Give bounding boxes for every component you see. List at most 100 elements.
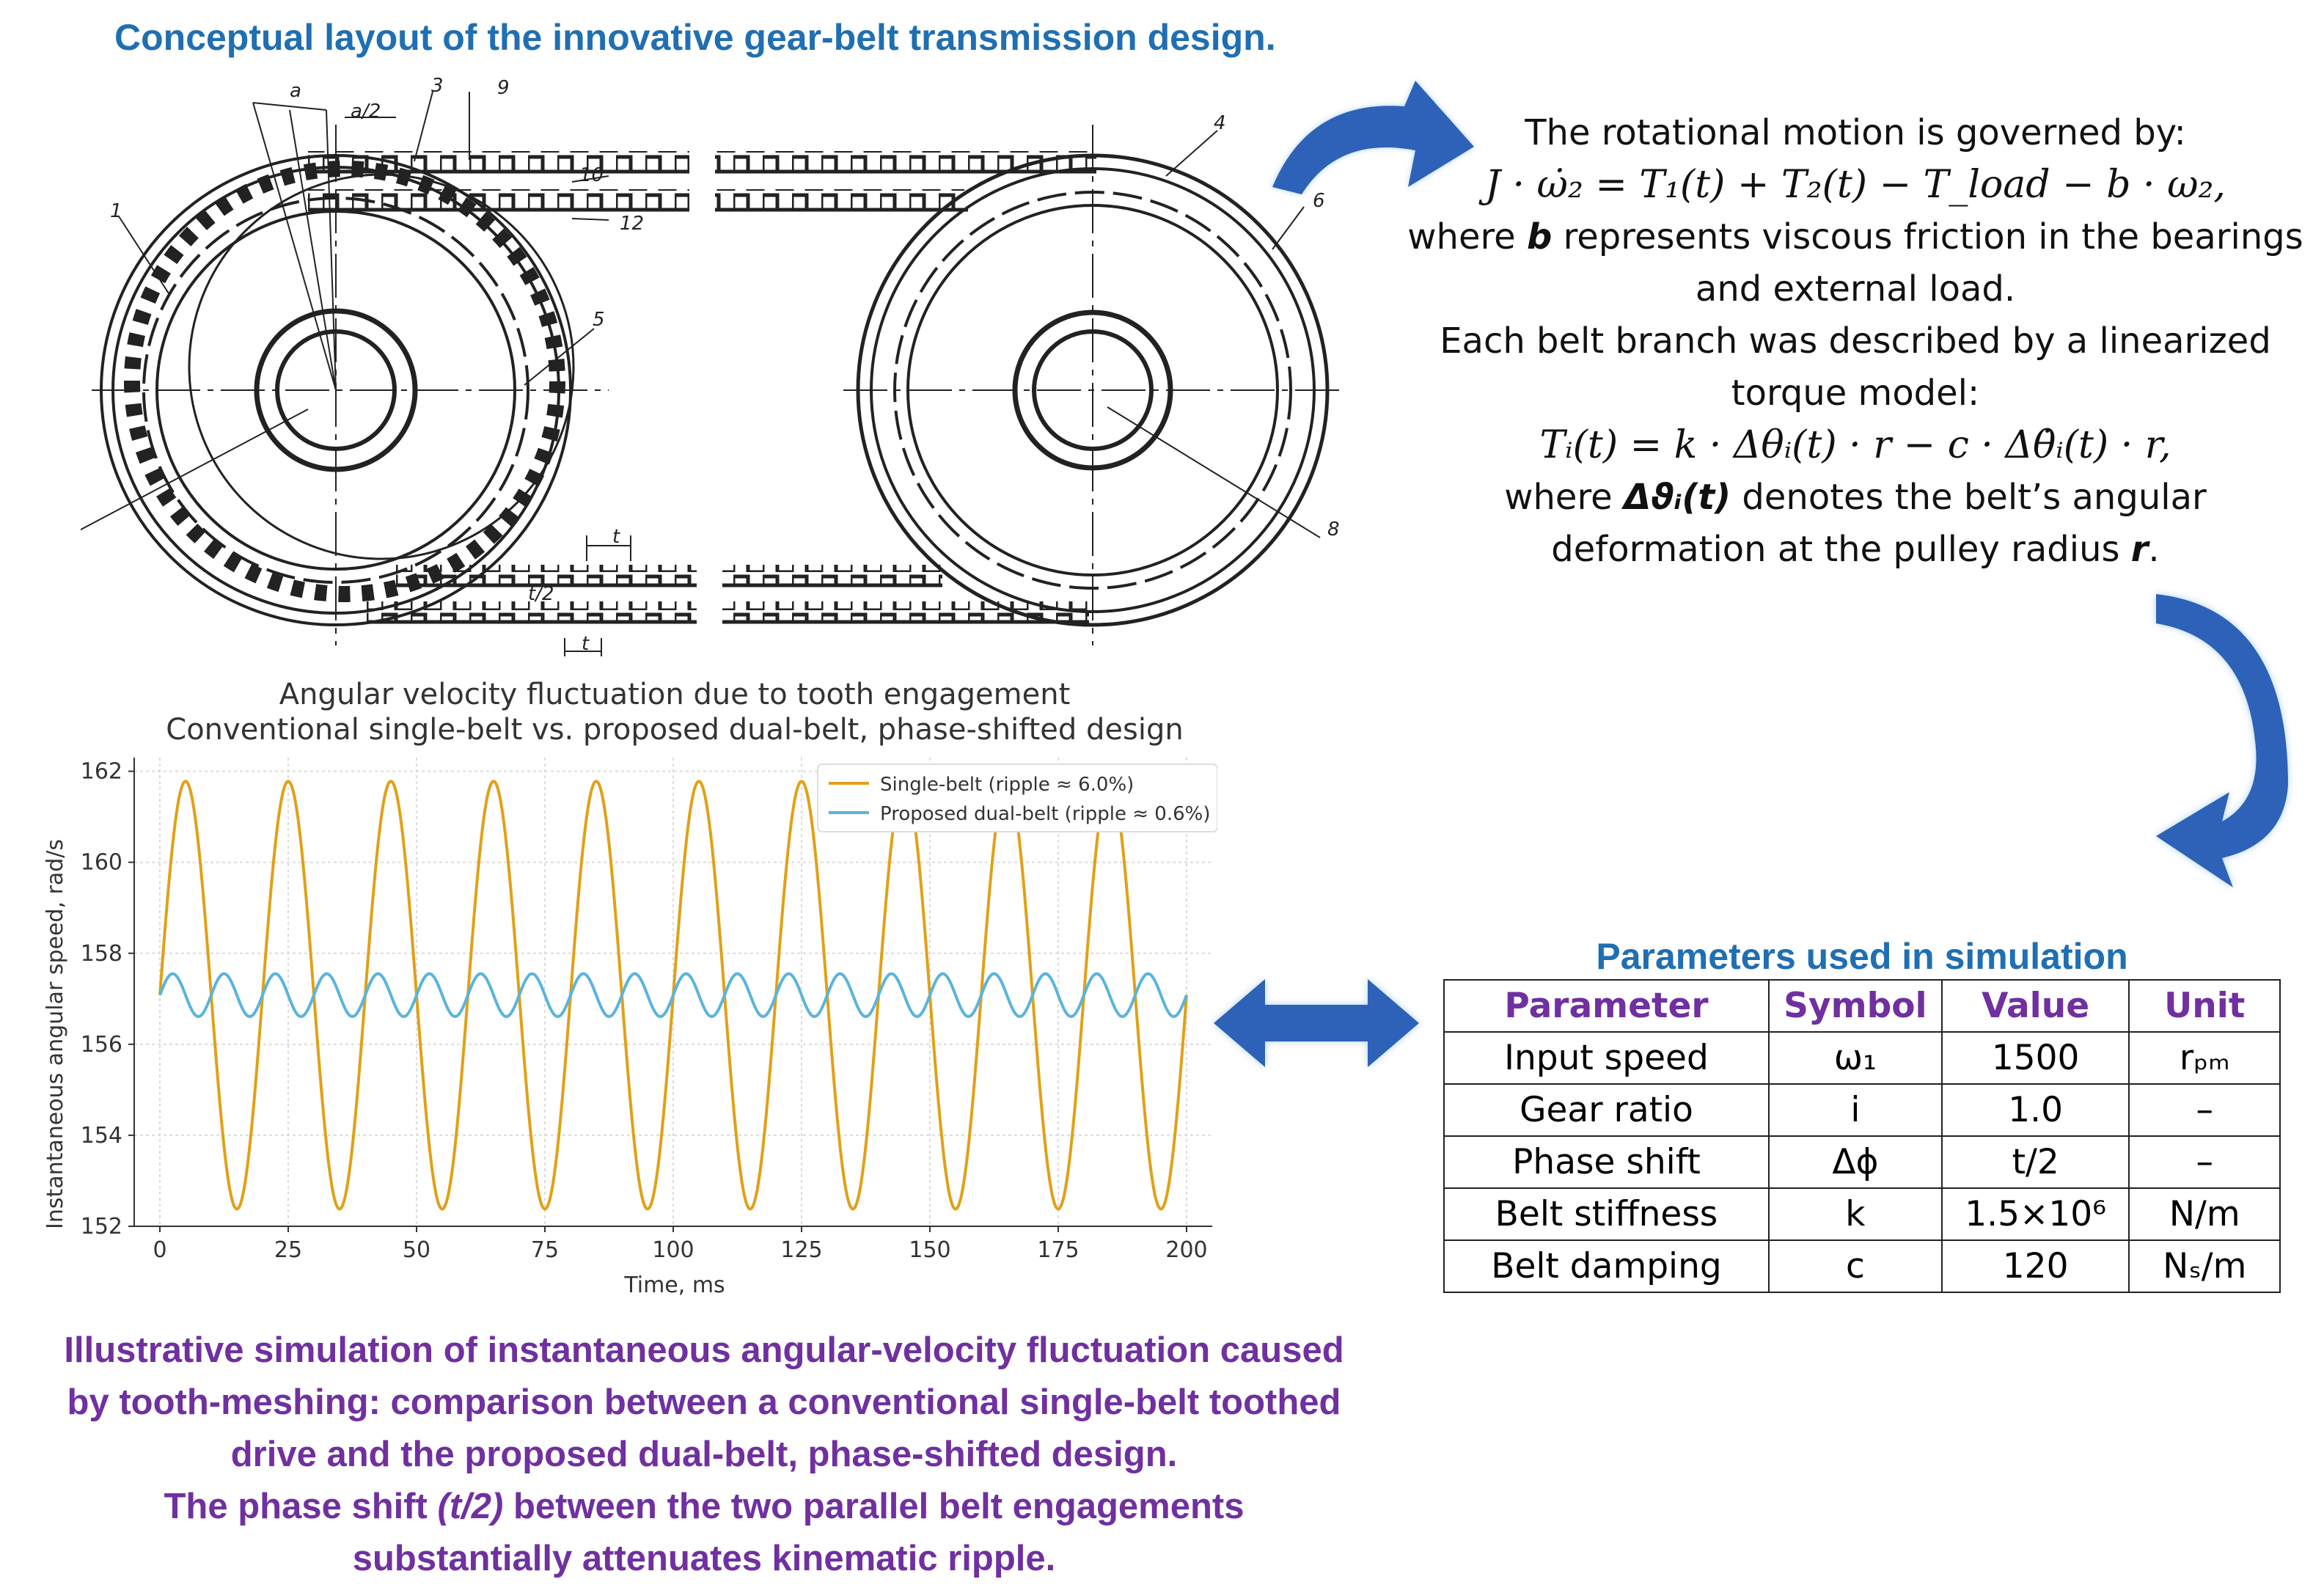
- angular-velocity-chart: Angular velocity fluctuation due to toot…: [43, 678, 1217, 1298]
- equation-torque: Tᵢ(t) = k · Δθᵢ(t) · r − c · Δθ̇ᵢ(t) · r…: [1539, 423, 2171, 467]
- table-cell: Δϕ: [1767, 1135, 1943, 1189]
- table-cell: –: [2128, 1083, 2281, 1137]
- eq-line4: Each belt branch was described by a line…: [1440, 321, 2271, 362]
- table-cell: –: [2128, 1135, 2281, 1189]
- eq-where-r: deformation at the pulley radius r.: [1393, 524, 2317, 576]
- table-cell: Gear ratio: [1443, 1083, 1770, 1137]
- table-cell: Belt damping: [1443, 1239, 1770, 1293]
- curved-arrow-right: [2156, 594, 2288, 887]
- table-cell: 1500: [1940, 1031, 2130, 1085]
- table-cell: 1.5×10⁶: [1940, 1187, 2130, 1241]
- caption-line-4-post: between the two parallel belt engagement…: [503, 1487, 1245, 1526]
- gear-belt-drawing: a a/2 3 9 4 10 12 1 6 5 7 8 t t/2 t: [81, 75, 1342, 656]
- legend-label-dual: Proposed dual-belt (ripple ≈ 0.6%): [880, 803, 1210, 825]
- eq-where-theta-post: denotes the belt’s angular: [1731, 477, 2207, 518]
- table-cell: c: [1767, 1239, 1943, 1293]
- eq-line3: and external load.: [1695, 268, 2016, 310]
- table-cell: N/m: [2128, 1187, 2281, 1241]
- eq-where-b: where b represents viscous friction in t…: [1393, 211, 2317, 263]
- y-tick-label: 154: [81, 1123, 122, 1149]
- table-cell: Phase shift: [1443, 1135, 1770, 1189]
- eq-intro: The rotational motion is governed by:: [1525, 112, 2186, 153]
- chart-xlabel: Time, ms: [623, 1272, 725, 1298]
- table-header-cell: Unit: [2128, 979, 2281, 1033]
- eq-where-r-pre: deformation at the pulley radius: [1551, 529, 2131, 570]
- table-cell: Belt stiffness: [1443, 1187, 1770, 1241]
- caption-line-4: The phase shift (t/2) between the two pa…: [15, 1481, 1393, 1533]
- curved-arrow-top: [1272, 81, 1474, 194]
- label-t-top: t: [612, 526, 620, 548]
- caption-line-2: by tooth-meshing: comparison between a c…: [67, 1383, 1341, 1422]
- caption-line-4-pre: The phase shift: [164, 1487, 438, 1526]
- eq-line5: torque model:: [1731, 373, 1980, 414]
- eq-where-b-pre: where: [1407, 216, 1527, 257]
- chart-title: Angular velocity fluctuation due to toot…: [279, 678, 1071, 711]
- figure-caption: Illustrative simulation of instantaneous…: [15, 1325, 1393, 1585]
- chart-legend: Single-belt (ripple ≈ 6.0%) Proposed dua…: [817, 763, 1217, 832]
- belt-top: [308, 151, 1096, 212]
- table-cell: 120: [1940, 1239, 2130, 1293]
- label-t-bottom: t: [582, 633, 590, 655]
- chart-series: [158, 780, 1188, 1211]
- leader-lines: [81, 91, 1321, 656]
- equations-block: The rotational motion is governed by: J …: [1393, 107, 2317, 576]
- caption-line-4-em: (t/2): [437, 1487, 504, 1526]
- table-header-cell: Value: [1940, 979, 2130, 1033]
- y-tick-label: 160: [81, 850, 122, 876]
- table-cell: k: [1767, 1187, 1943, 1241]
- eq-where-theta: where Δϑᵢ(t) denotes the belt’s angular: [1393, 472, 2317, 524]
- belt-bottom: [367, 565, 1089, 624]
- table-cell: t/2: [1940, 1135, 2130, 1189]
- y-tick-label: 162: [81, 759, 122, 785]
- table-cell: Input speed: [1443, 1031, 1770, 1085]
- table-cell: rₚₘ: [2128, 1031, 2281, 1085]
- label-10: 10: [579, 164, 604, 186]
- x-tick-label: 100: [652, 1237, 694, 1263]
- x-tick-label: 200: [1165, 1237, 1207, 1263]
- eq-where-theta-pre: where: [1504, 477, 1624, 518]
- label-4: 4: [1214, 112, 1226, 134]
- label-9: 9: [497, 77, 510, 99]
- eq-symbol-theta: Δϑᵢ(t): [1623, 477, 1731, 518]
- chart-subtitle: Conventional single-belt vs. proposed du…: [166, 713, 1183, 747]
- series-line-dual-belt: [158, 972, 1188, 1019]
- caption-line-1: Illustrative simulation of instantaneous…: [64, 1330, 1344, 1370]
- caption-line-5: substantially attenuates kinematic rippl…: [352, 1539, 1056, 1578]
- figure-title: Conceptual layout of the innovative gear…: [114, 17, 1276, 58]
- table-cell: ω₁: [1767, 1031, 1943, 1085]
- label-1: 1: [110, 200, 122, 222]
- legend-box: [817, 763, 1217, 832]
- x-tick-label: 175: [1037, 1237, 1079, 1263]
- left-pulley-teeth: [124, 161, 565, 602]
- x-tick-label: 50: [403, 1237, 430, 1263]
- label-t-half: t/2: [528, 583, 554, 605]
- table-header-cell: Parameter: [1443, 979, 1770, 1033]
- eq-symbol-r: r: [2130, 529, 2149, 570]
- x-tick-label: 125: [780, 1237, 822, 1263]
- y-tick-label: 156: [81, 1032, 122, 1058]
- caption-line-3: drive and the proposed dual-belt, phase-…: [230, 1435, 1178, 1474]
- label-3: 3: [431, 75, 444, 97]
- chart-ylabel: Instantaneous angular speed, rad/s: [43, 839, 68, 1229]
- label-12: 12: [620, 213, 644, 235]
- x-tick-label: 75: [531, 1237, 559, 1263]
- x-tick-label: 0: [153, 1237, 166, 1263]
- y-tick-label: 152: [81, 1214, 122, 1239]
- label-5: 5: [593, 309, 605, 331]
- label-a-half: a/2: [351, 100, 381, 122]
- eq-symbol-b: b: [1526, 216, 1553, 257]
- table-cell: Nₛ/m: [2128, 1239, 2281, 1293]
- y-tick-label: 158: [81, 941, 122, 967]
- table-title: Parameters used in simulation: [1596, 936, 2128, 977]
- x-tick-label: 25: [274, 1237, 302, 1263]
